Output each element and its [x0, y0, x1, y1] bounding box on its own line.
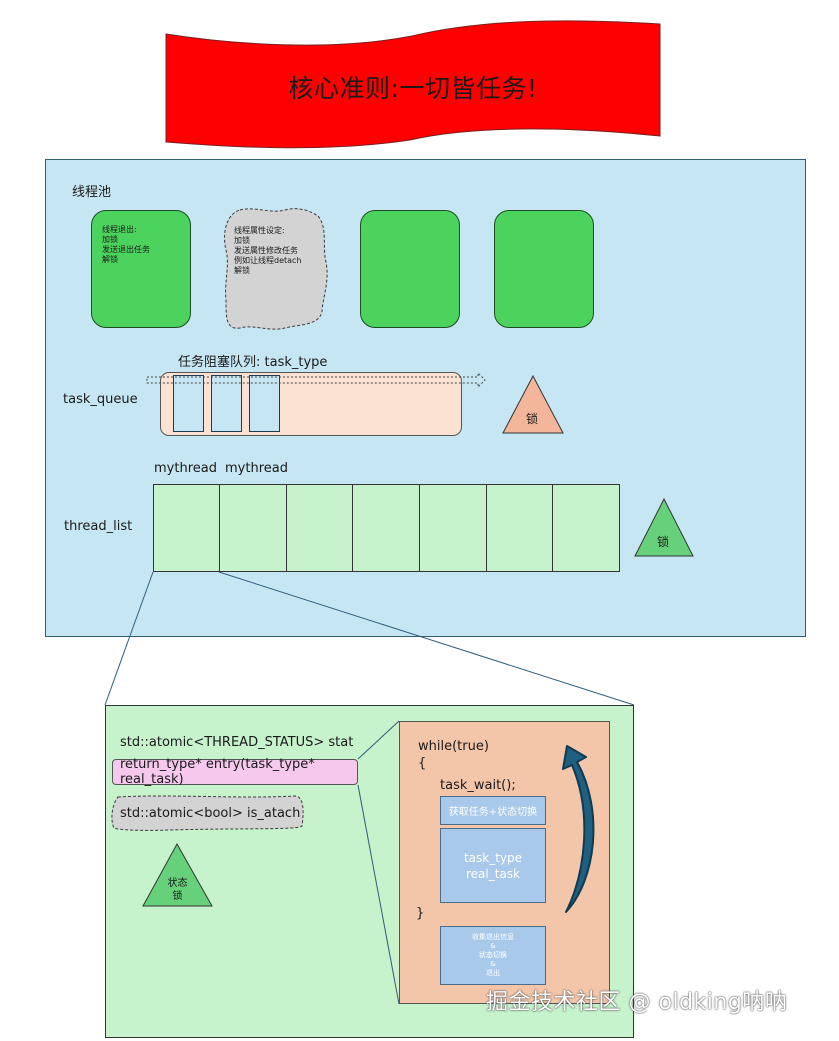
- queue-slot: [211, 375, 242, 432]
- exit-line: &: [490, 960, 496, 968]
- zoom-line-left: [104, 571, 154, 706]
- pool-title: 线程池: [72, 185, 112, 200]
- entry-zoom-line-top: [357, 720, 400, 760]
- state-lock-line-2: 锁: [172, 891, 183, 902]
- thread-list-label: thread_list: [64, 519, 133, 534]
- thread-list-cell: [153, 484, 220, 572]
- thread-list-header-2: mythread: [225, 461, 288, 476]
- thread-list-cell: [352, 484, 420, 572]
- thread-card-3: [360, 210, 460, 328]
- thread-list-lock-label: 锁: [657, 535, 670, 549]
- thread-attr-card-shape: [224, 208, 328, 330]
- thread-attr-text: 线程属性设定: 加锁 发送属性修改任务 例如让线程detach 解锁: [234, 226, 302, 275]
- thread-list-header-1: mythread: [154, 461, 217, 476]
- loop-task-wait: task_wait();: [440, 778, 516, 793]
- thread-list-cell: [486, 484, 553, 572]
- queue-direction-arrow: [146, 371, 486, 389]
- loop-open-brace: {: [418, 756, 427, 771]
- exit-line: 退出: [486, 969, 500, 977]
- state-lock-triangle: [142, 842, 213, 907]
- entry-function-box: return_type* entry(task_type* real_task): [112, 757, 358, 787]
- atach-field-shape: [111, 795, 304, 831]
- zoom-line-right: [218, 571, 635, 706]
- banner-shape: [165, 20, 661, 149]
- banner-title: 核心准则:一切皆任务!: [288, 74, 538, 103]
- queue-slot: [249, 375, 280, 432]
- queue-title: 任务阻塞队列: task_type: [178, 355, 328, 370]
- state-lock-label: 状态 锁: [155, 877, 200, 903]
- state-lock-line-1: 状态: [167, 878, 188, 889]
- thread-exit-text: 线程退出: 加锁 发送退出任务 解锁: [102, 225, 150, 264]
- stat-field: std::atomic<THREAD_STATUS> stat: [120, 735, 354, 750]
- queue-label: task_queue: [63, 392, 138, 407]
- loop-close-brace: }: [416, 906, 425, 921]
- task-vars-box: task_type real_task: [440, 828, 546, 903]
- loop-while: while(true): [418, 739, 489, 754]
- thread-exit-card: 线程退出: 加锁 发送退出任务 解锁: [91, 210, 191, 328]
- atach-field: std::atomic<bool> is_atach: [120, 806, 301, 821]
- thread-list-cell: [552, 484, 620, 572]
- task-vars-line-2: real_task: [466, 866, 520, 881]
- thread-card-4: [494, 210, 594, 328]
- queue-lock-label: 锁: [526, 412, 539, 426]
- watermark: 掘金技术社区 @ oldking呐呐: [486, 990, 788, 1015]
- entry-zoom-line-bottom: [357, 784, 400, 1005]
- queue-slot: [173, 375, 204, 432]
- exit-line: &: [490, 942, 496, 950]
- thread-list-cell: [286, 484, 353, 572]
- thread-list-lock-triangle: [634, 497, 694, 557]
- exit-line: 状态切换: [479, 951, 507, 959]
- get-task-box: 获取任务+状态切换: [440, 796, 546, 825]
- queue-lock-triangle: [502, 374, 564, 434]
- exit-box: 收集退出信息 & 状态切换 & 退出: [440, 926, 546, 985]
- exit-line: 收集退出信息: [472, 933, 514, 941]
- loop-back-arrow: [562, 745, 595, 913]
- task-vars-line-1: task_type: [463, 850, 523, 865]
